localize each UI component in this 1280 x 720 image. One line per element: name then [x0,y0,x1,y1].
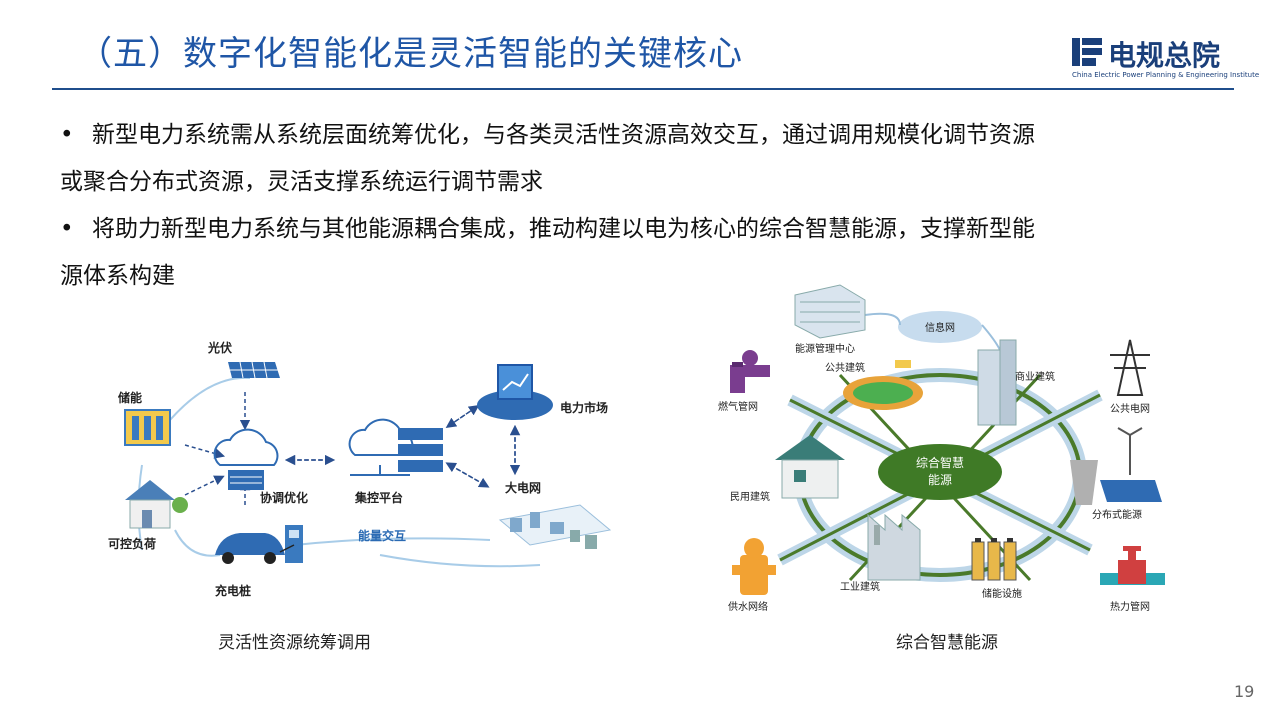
label-coordination: 协调优化 [260,490,308,505]
label-industrial: 工业建筑 [840,580,880,593]
label-grid: 大电网 [505,480,541,495]
factory-icon [867,513,921,581]
label-info-net: 信息网 [925,321,955,334]
title-divider [52,88,1234,90]
info-network-icon [898,311,982,343]
label-storage-facility: 储能设施 [982,587,1022,600]
logo-subtitle: China Electric Power Planning & Engineer… [1072,71,1260,79]
label-load: 可控负荷 [108,536,156,551]
label-pv: 光伏 [207,340,232,355]
solar-panel-icon [228,361,280,379]
residential-house-icon [775,435,845,499]
label-residential: 民用建筑 [730,490,770,503]
market-screen-icon [477,364,553,420]
house-load-icon [125,480,188,529]
label-market: 电力市场 [560,400,608,415]
grid-facility-icon [498,504,612,549]
cloud-server-icon [213,428,279,490]
bullet-dot: • [60,216,74,242]
platform-server-icon [348,418,443,476]
bullet-2-line-1: •将助力新型电力系统与其他能源耦合集成，推动构建以电为核心的综合智慧能源，支撑新… [60,206,1220,253]
bullet-1-line-1: •新型电力系统需从系统层面统筹优化，与各类灵活性资源高效交互，通过调用规模化调节… [60,112,1220,159]
charging-pile-icon [279,525,303,563]
label-public-grid: 公共电网 [1110,402,1150,415]
label-water: 供水网络 [728,600,768,613]
center-hub [878,444,1002,500]
label-storage: 储能 [118,390,142,405]
bullet-2-line-2: 源体系构建 [60,263,175,289]
electric-car-icon [215,533,285,564]
label-exchange: 能量交互 [358,528,406,543]
heat-pipe-icon [1100,546,1165,585]
flexible-resources-diagram: 光伏 储能 协调优化 集控平台 电力市场 大电网 [108,340,612,598]
slide-title: （五）数字化智能化是灵活智能的关键核心 [78,34,743,74]
center-label-line-2: 能源 [928,473,952,487]
left-diagram-caption: 灵活性资源统筹调用 [218,633,371,653]
battery-storage-icon [124,409,171,446]
label-platform: 集控平台 [354,490,403,505]
commercial-tower-icon [977,339,1017,426]
water-hydrant-icon [732,538,776,595]
company-logo: 电规总院 China Electric Power Planning & Eng… [1072,38,1259,88]
label-charger: 充电桩 [215,583,251,598]
stadium-icon [843,360,923,410]
bullet-1-line-2: 或聚合分布式资源，灵活支撑系统运行调节需求 [60,169,543,195]
distributed-energy-icon [1070,427,1162,505]
label-distributed: 分布式能源 [1092,508,1142,521]
logo-mark-icon [1072,38,1102,66]
energy-center-building-icon [794,284,866,339]
smart-energy-diagram: 综合智慧 能源 信息网 能源管理中心 公共建筑 商业建筑 燃气管网 公共电网 [718,284,1165,613]
bullet-dot: • [60,122,74,148]
gas-pipe-icon [730,350,770,393]
label-gas: 燃气管网 [718,400,758,413]
battery-facility-icon [971,538,1017,581]
center-label-line-1: 综合智慧 [916,455,964,470]
right-diagram-caption: 综合智慧能源 [896,633,998,653]
label-public-building: 公共建筑 [825,361,865,374]
page-number: 19 [1234,682,1255,701]
label-heat: 热力管网 [1110,600,1150,613]
label-commercial: 商业建筑 [1015,370,1055,383]
bullet-list: •新型电力系统需从系统层面统筹优化，与各类灵活性资源高效交互，通过调用规模化调节… [60,112,1220,300]
logo-text: 电规总院 [1108,39,1221,72]
label-energy-center: 能源管理中心 [795,342,855,355]
power-pylon-icon [1110,339,1150,396]
